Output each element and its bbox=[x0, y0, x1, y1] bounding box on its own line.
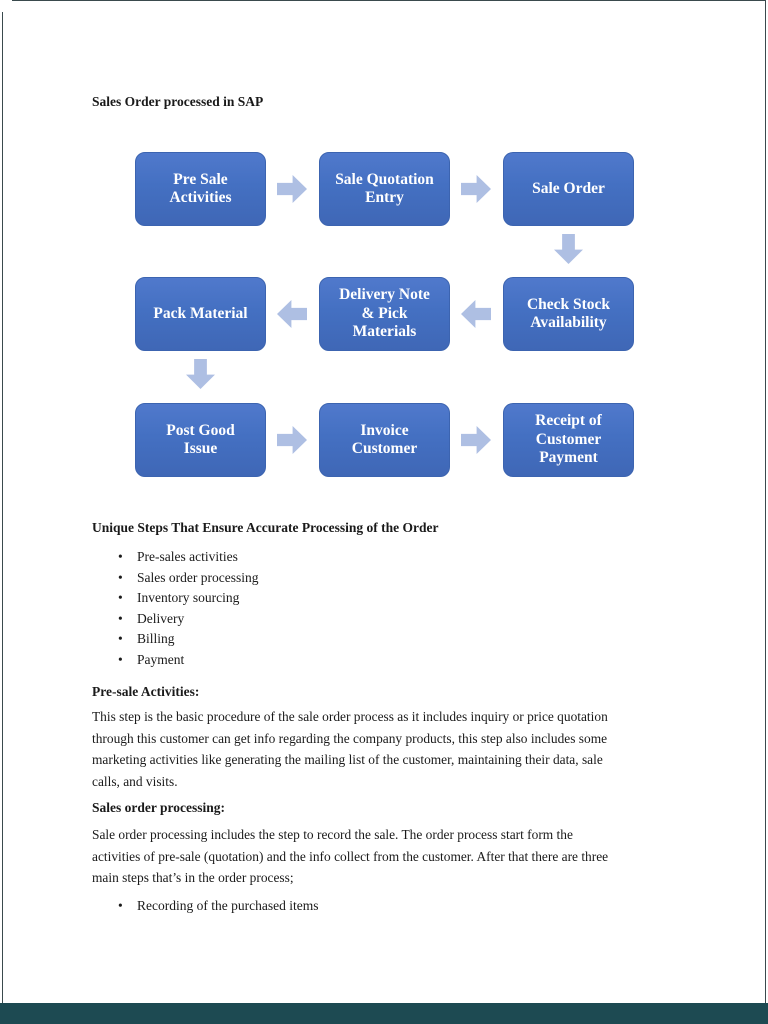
page-border-left bbox=[2, 12, 3, 1003]
flow-step-pack-material: Pack Material bbox=[135, 277, 266, 351]
flow-step-post-good-issue: Post Good Issue bbox=[135, 403, 266, 477]
paragraph-pre-sale: This step is the basic procedure of the … bbox=[92, 709, 608, 789]
list-item: •Sales order processing bbox=[92, 568, 258, 589]
page-border-top bbox=[12, 0, 766, 1]
flow-step-label: Invoice Customer bbox=[351, 421, 418, 458]
arrow-right-icon bbox=[461, 426, 491, 454]
flow-step-label: Receipt of Customer Payment bbox=[535, 412, 602, 467]
flow-step-label: Post Good Issue bbox=[166, 421, 235, 458]
flow-step-label: Delivery Note & Pick Materials bbox=[339, 286, 430, 341]
order-process-list: •Recording of the purchased items bbox=[92, 896, 318, 917]
list-item: •Recording of the purchased items bbox=[92, 896, 318, 917]
heading-pre-sale-activities: Pre-sale Activities: bbox=[92, 684, 200, 699]
arrow-left-icon bbox=[277, 300, 307, 328]
list-item: •Delivery bbox=[92, 609, 258, 630]
paragraph-sales-order: Sale order processing includes the step … bbox=[92, 827, 609, 886]
heading-unique-steps: Unique Steps That Ensure Accurate Proces… bbox=[92, 520, 439, 535]
flow-step-sale-order: Sale Order bbox=[503, 152, 634, 226]
flow-step-pre-sale-activities: Pre Sale Activities bbox=[135, 152, 266, 226]
bullet-icon: • bbox=[118, 569, 123, 585]
arrow-left-icon bbox=[461, 300, 491, 328]
page-border-right bbox=[765, 0, 766, 1003]
document-title: Sales Order processed in SAP bbox=[92, 94, 264, 109]
bullet-icon: • bbox=[118, 590, 123, 606]
arrow-right-icon bbox=[461, 175, 491, 203]
heading-sales-order-processing: Sales order processing: bbox=[92, 800, 225, 815]
bullet-icon: • bbox=[118, 898, 123, 913]
flow-step-check-stock-availability: Check Stock Availability bbox=[503, 277, 634, 351]
flow-step-label: Check Stock Availability bbox=[526, 295, 611, 332]
bullet-icon: • bbox=[118, 651, 123, 667]
flow-step-delivery-note-pick-materials: Delivery Note & Pick Materials bbox=[319, 277, 450, 351]
unique-steps-list: •Pre-sales activities •Sales order proce… bbox=[92, 547, 258, 671]
bullet-icon: • bbox=[118, 610, 123, 626]
flow-step-label: Sale Quotation Entry bbox=[335, 170, 434, 207]
flow-step-sale-quotation-entry: Sale Quotation Entry bbox=[319, 152, 450, 226]
arrow-down-icon bbox=[554, 234, 583, 264]
flow-step-receipt-of-customer-payment: Receipt of Customer Payment bbox=[503, 403, 634, 477]
bullet-icon: • bbox=[118, 631, 123, 647]
flow-step-invoice-customer: Invoice Customer bbox=[319, 403, 450, 477]
list-item: •Billing bbox=[92, 629, 258, 650]
viewer-bottom-band bbox=[0, 1003, 768, 1024]
list-item: •Inventory sourcing bbox=[92, 588, 258, 609]
arrow-down-icon bbox=[186, 359, 215, 389]
arrow-right-icon bbox=[277, 426, 307, 454]
flow-step-label: Pre Sale Activities bbox=[169, 170, 232, 207]
bullet-icon: • bbox=[118, 549, 123, 564]
list-item: •Payment bbox=[92, 650, 258, 671]
flow-step-label: Sale Order bbox=[532, 179, 605, 197]
arrow-right-icon bbox=[277, 175, 307, 203]
list-item: •Pre-sales activities bbox=[92, 547, 258, 568]
flow-step-label: Pack Material bbox=[153, 304, 248, 322]
